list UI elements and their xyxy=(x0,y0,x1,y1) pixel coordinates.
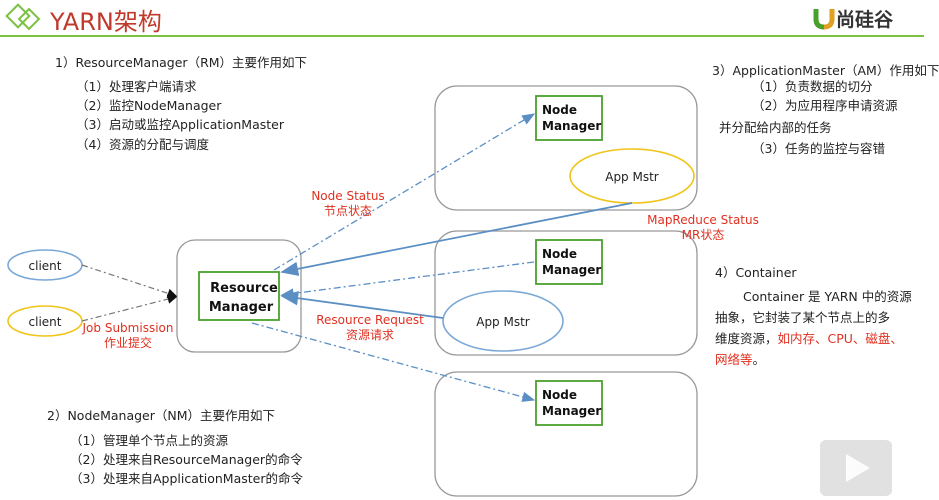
header-divider xyxy=(0,35,924,37)
rm-to-nm3-arrow xyxy=(251,322,536,402)
am2-label: App Mstr xyxy=(476,315,530,329)
am-section-heading: 3）ApplicationMaster（AM）作用如下 xyxy=(712,63,939,78)
rm-inner-box xyxy=(198,271,280,321)
client1-to-rm-line xyxy=(81,264,178,298)
nm1-label-line1: Node xyxy=(542,103,577,117)
rm-item-1: （1）处理客户端请求 xyxy=(76,79,197,94)
container-line-3: 维度资源，如内存、CPU、磁盘、 xyxy=(715,328,920,349)
rm-label-line2: Manager xyxy=(209,300,274,315)
container-line-4-plain: 。 xyxy=(752,352,766,367)
nm3-label-line2: Manager xyxy=(542,404,601,418)
nm2-box xyxy=(535,239,603,285)
rm-section-heading: 1）ResourceManager（RM）主要作用如下 xyxy=(55,55,308,70)
nm2-label-line2: Manager xyxy=(542,263,601,277)
container-line-1: Container 是 YARN 中的资源 xyxy=(743,289,912,304)
nm3-label-line1: Node xyxy=(542,388,577,402)
am-item-2: （2）为应用程序申请资源 xyxy=(752,98,898,113)
client2-label: client xyxy=(29,315,62,329)
header-bar xyxy=(0,0,924,36)
mr-status-label-zh: MR状态 xyxy=(682,228,725,242)
am-item-1: （1）负责数据的切分 xyxy=(752,79,873,94)
nm3-box xyxy=(535,380,603,426)
rm-item-2: （2）监控NodeManager xyxy=(76,98,222,113)
play-button[interactable] xyxy=(820,440,892,496)
brand-name: 尚硅谷 xyxy=(836,9,894,31)
am2-ellipse xyxy=(442,290,564,352)
rm-item-3: （3）启动或监控ApplicationMaster xyxy=(76,117,284,132)
nm1-label-line2: Manager xyxy=(542,119,601,133)
job-submission-label-zh: 作业提交 xyxy=(104,335,152,350)
am1-label: App Mstr xyxy=(605,170,659,184)
node-status-label-zh: 节点状态 xyxy=(324,204,372,218)
nm-item-1: （1）管理单个节点上的资源 xyxy=(70,433,228,448)
container-section-heading: 4）Container xyxy=(715,265,797,280)
container-line-2: 抽象，它封装了某个节点上的多 xyxy=(715,310,891,325)
nm1-box xyxy=(535,95,603,141)
job-submission-label-en: Job Submission xyxy=(82,321,174,335)
mr-status-label-en: MapReduce Status xyxy=(647,213,759,227)
node-box-3 xyxy=(434,371,698,497)
container-description: Container 是 YARN 中的资源 抽象，它封装了某个节点上的多 维度资… xyxy=(715,286,920,370)
node-status-label-en: Node Status xyxy=(311,189,384,203)
rm-label-line1: Resource xyxy=(210,281,278,296)
am-item-3: （3）任务的监控与容错 xyxy=(752,141,885,156)
yarn-architecture-diagram: client client Resource Manager Node Mana… xyxy=(7,85,759,497)
nm2-label-line1: Node xyxy=(542,247,577,261)
play-icon xyxy=(846,454,870,482)
container-line-4-red: 网络等 xyxy=(715,352,753,367)
diamond-logo-icon xyxy=(5,3,41,31)
container-line-4: 网络等。 xyxy=(715,349,920,370)
am2-to-rm-arrow xyxy=(280,291,444,319)
resource-request-label-en: Resource Request xyxy=(316,313,424,327)
nm2-to-rm-arrow xyxy=(280,261,535,299)
rm-item-4: （4）资源的分配与调度 xyxy=(76,137,209,152)
container-line-3-plain: 维度资源， xyxy=(715,331,778,346)
client1-label: client xyxy=(29,259,62,273)
brand-logo-icon xyxy=(813,9,835,30)
nm-item-2: （2）处理来自ResourceManager的命令 xyxy=(70,452,303,467)
client2-to-rm-line xyxy=(81,294,178,322)
container-line-3-red: 如内存、CPU、磁盘、 xyxy=(777,331,903,346)
resource-request-label-zh: 资源请求 xyxy=(346,328,394,342)
am-item-2-continued: 并分配给内部的任务 xyxy=(719,120,832,135)
am1-to-rm-arrow xyxy=(280,202,633,276)
nm-item-3: （3）处理来自ApplicationMaster的命令 xyxy=(70,471,303,486)
rm-to-nm1-arrow xyxy=(273,113,536,271)
page-title: YARN架构 xyxy=(50,8,162,36)
nm-section-heading: 2）NodeManager（NM）主要作用如下 xyxy=(47,408,276,423)
